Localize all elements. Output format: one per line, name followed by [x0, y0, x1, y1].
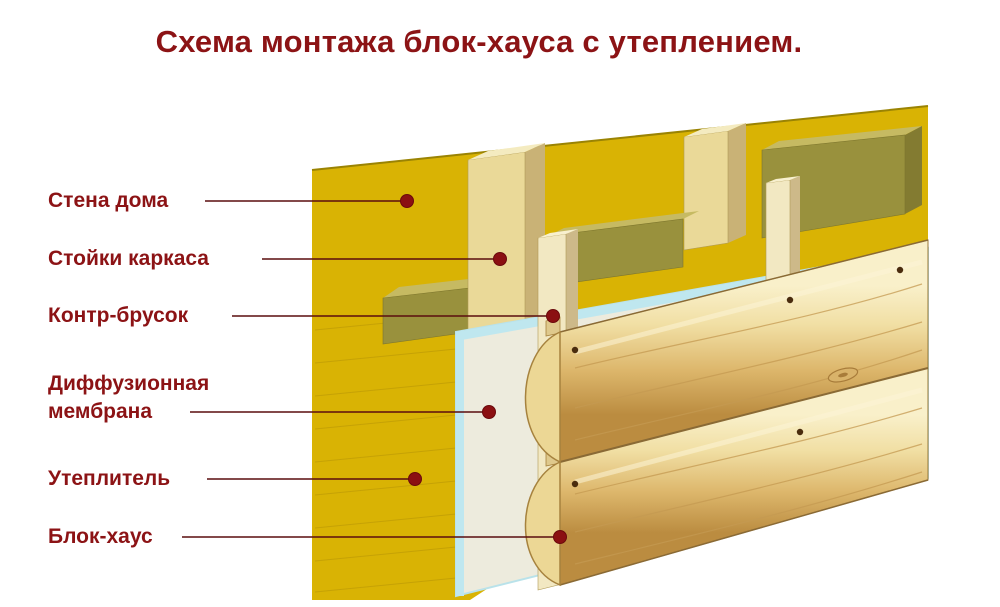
marker-dot-block-house	[553, 530, 567, 544]
block-house-logs	[524, 239, 929, 587]
stud-left-front	[467, 151, 526, 333]
marker-dot-membrane	[482, 405, 496, 419]
marker-dots	[400, 194, 567, 544]
label-insulation: Утеплитель	[48, 467, 171, 490]
stud-right-front	[683, 130, 729, 251]
stud-right-side	[728, 123, 746, 243]
screw-dot	[786, 296, 794, 304]
insulation-block-right-top	[762, 126, 922, 150]
membrane-edge-left	[456, 330, 464, 596]
label-frame-studs: Стойки каркаса	[48, 247, 209, 270]
leader-lines	[182, 200, 560, 538]
marker-dot-wall	[400, 194, 414, 208]
batten-right-top	[766, 176, 800, 183]
marker-dot-frame-studs	[493, 252, 507, 266]
screws	[571, 266, 904, 488]
screw-dot	[796, 428, 804, 436]
insulation-block-middle-top	[548, 211, 699, 236]
screw-dot	[571, 346, 579, 354]
label-counter-batten: Контр-брусок	[48, 304, 189, 327]
screw-dot	[896, 266, 904, 274]
log-bottom-end-cap	[524, 460, 561, 587]
log-grain-lines	[574, 283, 923, 565]
diagram-title: Схема монтажа блок-хауса с утеплением.	[155, 24, 803, 59]
log-top-end-cap	[524, 330, 561, 464]
label-wall: Стена дома	[48, 189, 169, 212]
frame-stud-left	[467, 143, 545, 333]
screw-dot	[571, 480, 579, 488]
log-separator-line	[559, 367, 929, 463]
log-top-edge-line	[559, 239, 929, 333]
log-bottom-highlight	[574, 387, 923, 485]
wood-knot-core	[838, 372, 848, 378]
marker-dot-insulation	[408, 472, 422, 486]
marker-dot-counter-batten	[546, 309, 560, 323]
label-block-house: Блок-хаус	[48, 525, 153, 548]
label-diffusion-membrane: Диффузионная мембрана	[48, 372, 210, 423]
batten-left-top	[538, 229, 578, 238]
insulation-block-right-side	[905, 126, 922, 214]
insulation-block-middle	[547, 211, 699, 287]
insulation-block-left-top	[383, 277, 486, 298]
stud-right-top	[684, 123, 746, 137]
wall-top-edge	[311, 105, 929, 171]
frame-stud-right	[683, 123, 746, 251]
log-bottom-edge-line	[559, 479, 929, 586]
stud-left-top	[468, 143, 545, 160]
log-top-highlight	[574, 259, 923, 355]
